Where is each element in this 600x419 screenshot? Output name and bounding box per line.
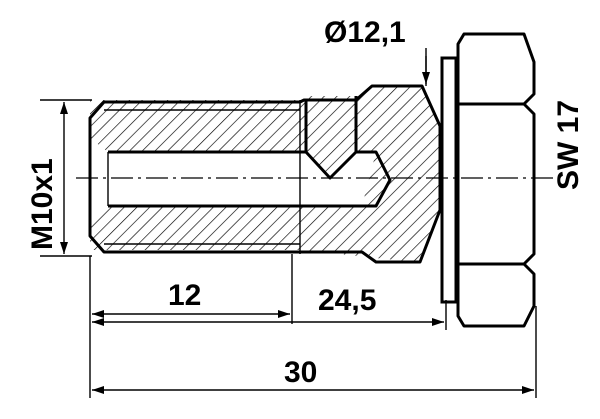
- hex-outline: [456, 32, 536, 328]
- length-30-label: 30: [284, 356, 317, 389]
- thread-label: M10x1: [26, 158, 59, 250]
- dimension-lines: [60, 56, 534, 394]
- diameter-label: Ø12,1: [324, 16, 406, 49]
- thread-wall-top-hatch: [90, 100, 300, 152]
- cross-drill: [304, 96, 358, 152]
- thread-wall-bottom-hatch: [90, 206, 376, 258]
- length-24-5-label: 24,5: [318, 284, 376, 317]
- bolt-section: [88, 84, 442, 264]
- bolt-outline: [88, 84, 442, 264]
- length-12-label: 12: [168, 279, 201, 312]
- head-hatch-upper: [300, 86, 440, 262]
- wrench-size-label: SW 17: [552, 100, 585, 190]
- inner-bore: [108, 150, 392, 208]
- washer: [440, 56, 458, 304]
- hex-head: [440, 32, 536, 328]
